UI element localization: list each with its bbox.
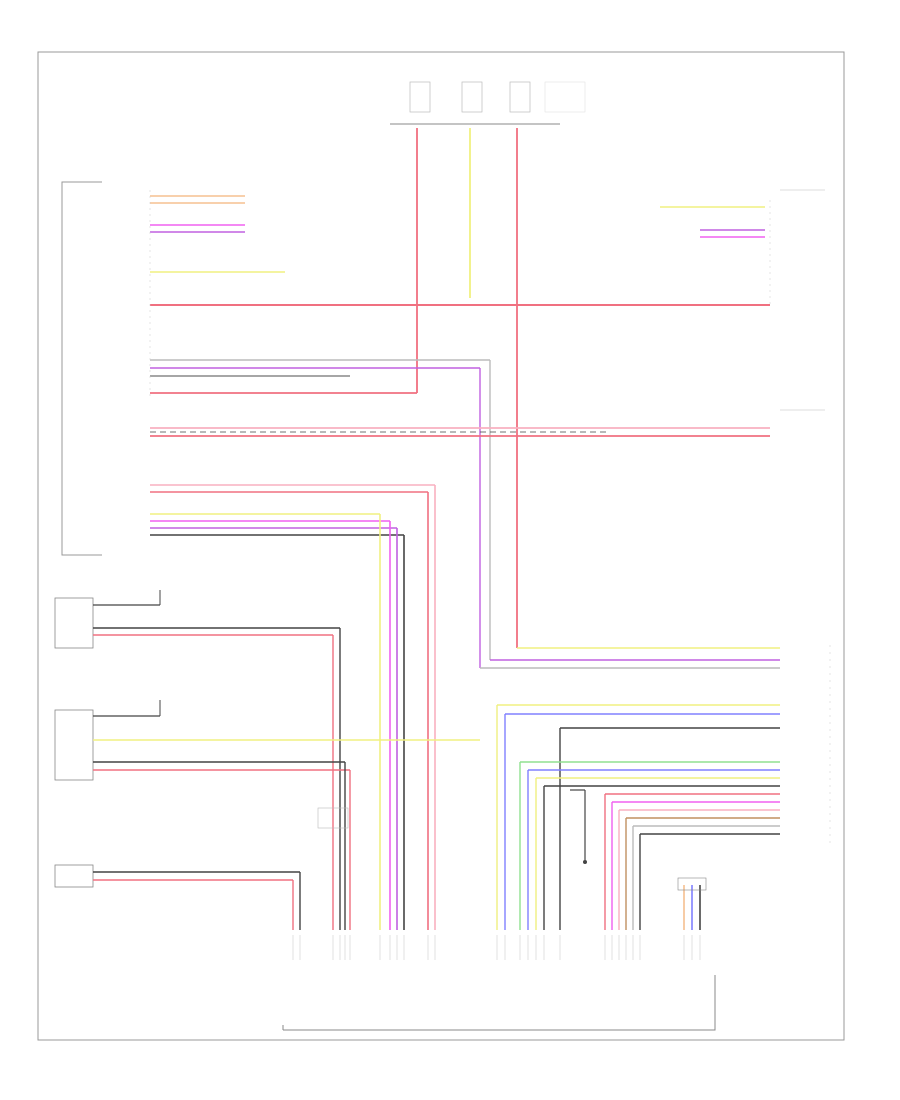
right-output-wires-top (480, 647, 780, 669)
right-output-wires-mid (496, 704, 780, 930)
module-box (282, 975, 716, 1031)
diagram-frame (37, 51, 845, 1041)
left-block-wires (150, 359, 491, 668)
connector-top-wires (150, 195, 285, 273)
module-pin-stubs (292, 935, 701, 960)
connector-right-wires (660, 206, 765, 238)
left-lower-modules (54, 590, 480, 930)
right-output-wires-bottom (519, 761, 780, 930)
bottom-fuse (677, 877, 707, 930)
left-lower-block-wires (150, 484, 436, 930)
ground-stub (570, 789, 587, 864)
right-edge-pins (769, 200, 831, 845)
fuse-block-top (390, 81, 586, 125)
splice-component (317, 807, 349, 829)
connector-outline-left (61, 181, 102, 556)
connector-outline-right (780, 189, 825, 411)
mid-bus-wires (150, 427, 770, 437)
